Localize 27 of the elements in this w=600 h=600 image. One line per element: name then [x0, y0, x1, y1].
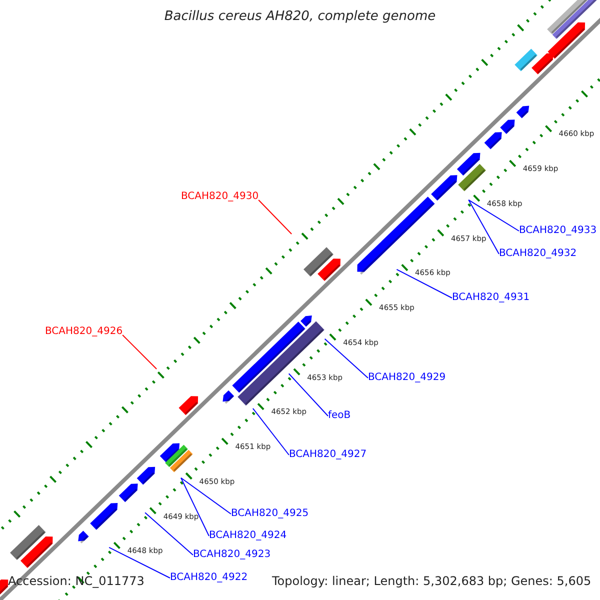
gene-label: BCAH820_4927 [289, 450, 367, 460]
leader-line [468, 199, 520, 232]
gene-label: BCAH820_4932 [499, 249, 577, 259]
accession-text: Accession: NC_011773 [8, 574, 144, 587]
leader-line [108, 546, 170, 578]
gene-label: BCAH820_4933 [519, 226, 597, 236]
leader-line [258, 200, 292, 234]
leader-line [144, 512, 194, 556]
gene-label: BCAH820_4929 [368, 373, 446, 383]
gene-label: BCAH820_4924 [209, 531, 287, 541]
leader-line [180, 477, 210, 536]
leader-line [122, 334, 158, 370]
leader-line [324, 338, 368, 378]
gene-label: BCAH820_4922 [170, 573, 248, 583]
leader-line [288, 373, 328, 416]
gene-label: BCAH820_4925 [231, 509, 309, 519]
leader-line [180, 477, 232, 514]
leader-line [396, 268, 452, 298]
leader-line [252, 408, 290, 456]
summary-text: Topology: linear; Length: 5,302,683 bp; Genes: 5,605 [272, 574, 592, 587]
title: Bacillus cereus AH820, complete genome [163, 10, 437, 24]
gene-label: BCAH820_4923 [193, 550, 271, 560]
gene-label: BCAH820_4931 [452, 293, 530, 303]
gene-label: feoB [328, 411, 351, 421]
leader-line [468, 199, 500, 254]
gene-label: BCAH820_4926 [45, 327, 123, 337]
gene-label: BCAH820_4930 [181, 192, 259, 202]
